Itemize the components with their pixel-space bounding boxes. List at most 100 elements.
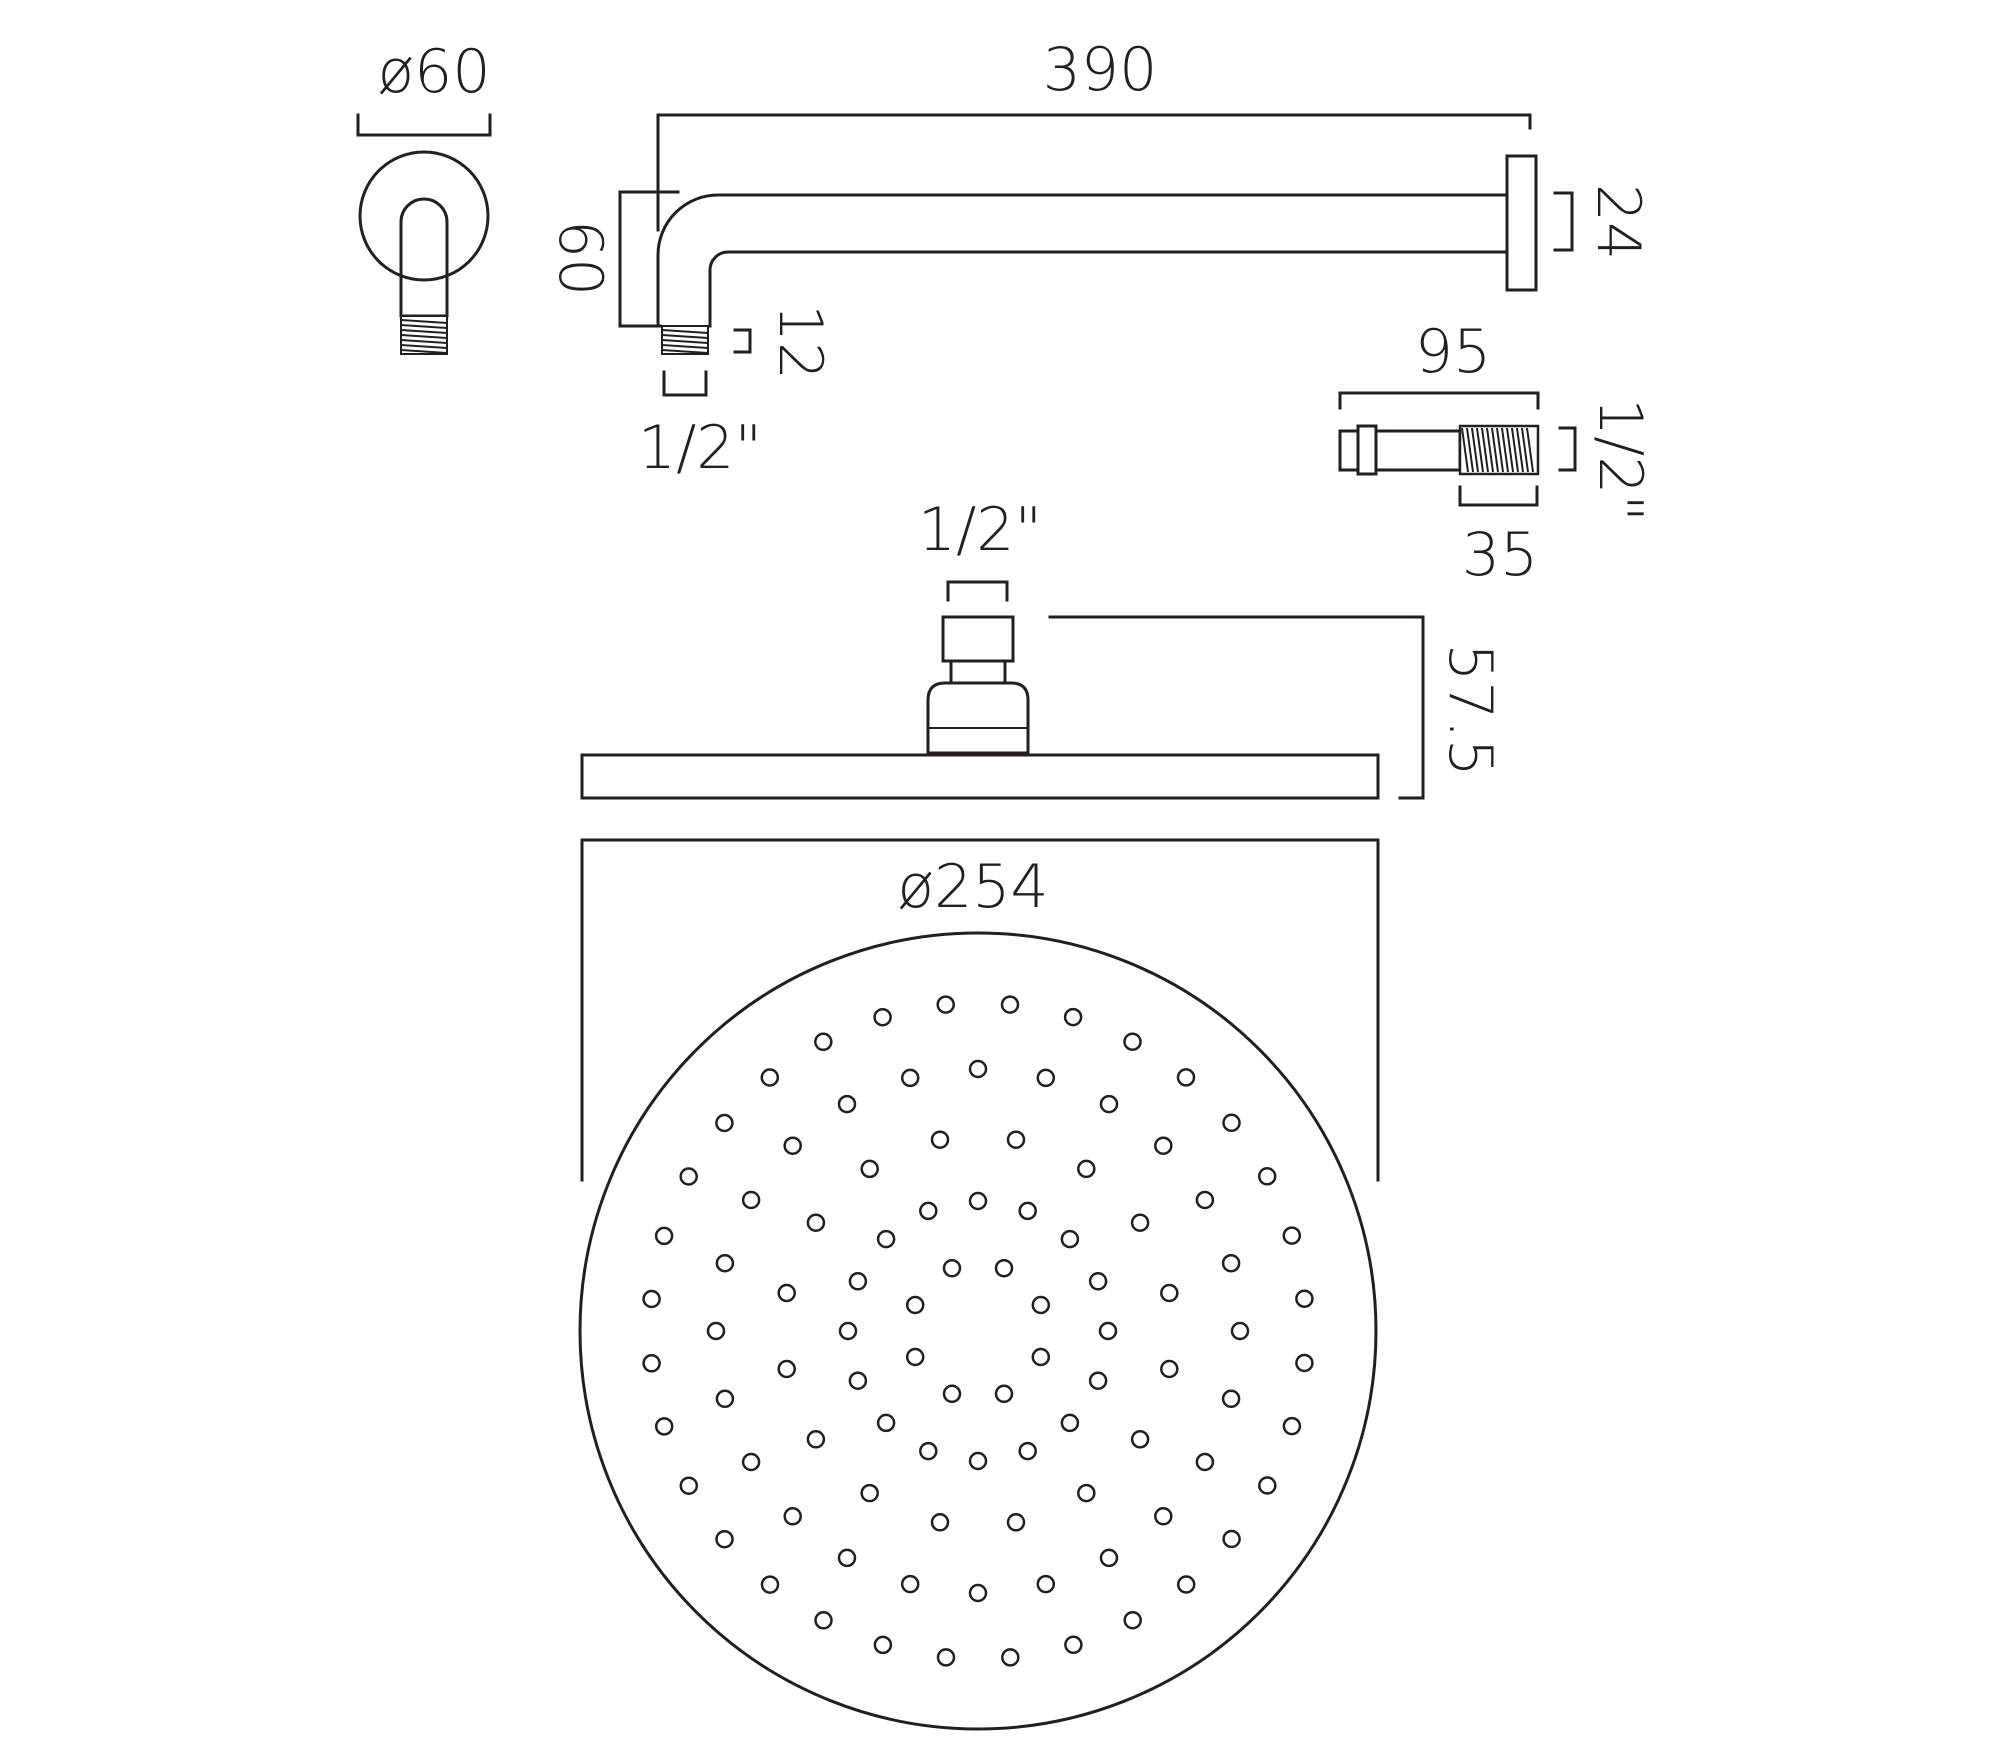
thread-line — [661, 339, 709, 344]
nozzle-hole — [1258, 1476, 1277, 1495]
nozzle-hole — [777, 1283, 796, 1303]
nozzle-hole — [936, 995, 955, 1014]
shower-arm-side-view: 390 60 12 1/2" 24 — [545, 35, 1653, 483]
thread-line — [1501, 427, 1509, 473]
nozzle-hole — [905, 1347, 925, 1367]
thread-line — [1516, 427, 1524, 473]
nozzle-hole — [919, 1441, 938, 1461]
head-inlet-size-label: 1/2" — [918, 495, 1042, 565]
thread-line — [1511, 427, 1519, 473]
nozzle-pattern — [642, 995, 1314, 1667]
nozzle-hole — [848, 1272, 868, 1291]
arm-thread-length-label: 12 — [765, 304, 835, 380]
nozzle-hole — [814, 1032, 833, 1052]
nozzle-hole — [873, 1007, 892, 1027]
thread-line — [400, 344, 448, 349]
nozzle-hole — [715, 1113, 734, 1133]
thread-line — [1521, 427, 1529, 473]
thread-line — [1491, 427, 1499, 473]
nozzle-hole — [1176, 1575, 1196, 1594]
shower-head-face-outline — [578, 931, 1378, 1731]
nozzle-hole — [679, 1476, 699, 1495]
nozzle-hole — [1018, 1201, 1037, 1221]
shower-head-face-view — [578, 931, 1378, 1731]
nozzle-hole — [1063, 1007, 1083, 1027]
thread-line — [1526, 427, 1534, 473]
thread-line — [661, 344, 709, 349]
thread-line — [661, 329, 709, 334]
nozzle-hole — [837, 1548, 857, 1568]
nozzle-hole — [760, 1575, 780, 1594]
nozzle-hole — [741, 1452, 761, 1472]
nozzle-hole — [876, 1229, 896, 1249]
nozzle-hole — [860, 1483, 879, 1503]
nipple-length-label: 95 — [1415, 317, 1491, 387]
nipple-thread-size-label: 1/2" — [1585, 398, 1655, 522]
nozzle-hole — [642, 1354, 661, 1373]
nozzle-hole — [1282, 1416, 1302, 1436]
nozzle-hole — [837, 1094, 857, 1114]
nozzle-hole — [1257, 1167, 1277, 1186]
thread-line — [1496, 427, 1504, 473]
nozzle-hole — [942, 1258, 962, 1278]
nozzle-hole — [1195, 1190, 1215, 1210]
nozzle-hole — [1176, 1068, 1196, 1087]
nozzle-hole — [777, 1359, 796, 1379]
nozzle-hole — [838, 1321, 858, 1341]
nozzle-hole — [706, 1321, 726, 1341]
nozzle-hole — [1154, 1507, 1173, 1526]
nozzle-hole — [873, 1635, 893, 1655]
nozzle-hole — [1001, 1648, 1020, 1667]
nozzle-hole — [1077, 1159, 1096, 1179]
head-height-label: 57.5 — [1435, 643, 1505, 777]
shower-head-side-view: 1/2" 57.5 ø254 — [580, 495, 1505, 1182]
nozzle-hole — [1295, 1289, 1314, 1308]
nozzle-hole — [1064, 1635, 1083, 1655]
nozzle-hole — [1077, 1483, 1096, 1503]
nozzle-hole — [1195, 1452, 1215, 1472]
nozzle-hole — [654, 1226, 674, 1246]
nozzle-hole — [936, 1648, 956, 1667]
nozzle-hole — [814, 1611, 833, 1630]
nozzle-hole — [715, 1529, 734, 1549]
nozzle-hole — [642, 1289, 661, 1309]
nozzle-hole — [783, 1507, 802, 1526]
nozzle-hole — [1123, 1032, 1142, 1051]
nozzle-hole — [1160, 1283, 1179, 1303]
nozzle-hole — [1222, 1529, 1241, 1549]
arm-length-label: 390 — [1043, 35, 1158, 105]
nozzle-hole — [900, 1574, 920, 1594]
nozzle-hole — [942, 1384, 962, 1404]
thread-line — [1486, 427, 1494, 473]
nozzle-hole — [1006, 1130, 1026, 1149]
nozzle-hole — [968, 1451, 988, 1471]
thread-line — [1476, 427, 1484, 473]
nozzle-hole — [1282, 1226, 1302, 1245]
nozzle-hole — [919, 1201, 938, 1221]
thread-line — [1481, 427, 1489, 473]
nozzle-hole — [994, 1384, 1014, 1404]
nozzle-hole — [741, 1190, 761, 1210]
thread-line — [1461, 427, 1469, 473]
nipple-connector: 95 1/2" 35 — [1338, 317, 1655, 590]
nozzle-hole — [1098, 1321, 1118, 1341]
nozzle-hole — [968, 1191, 988, 1211]
nozzle-hole — [1060, 1413, 1080, 1433]
nozzle-hole — [760, 1068, 780, 1087]
thread-line — [1471, 427, 1479, 473]
nozzle-hole — [1160, 1359, 1179, 1379]
nozzle-hole — [1006, 1513, 1026, 1532]
nozzle-hole — [900, 1068, 920, 1088]
nozzle-hole — [1230, 1321, 1250, 1341]
nozzle-hole — [930, 1513, 950, 1532]
nozzle-hole — [806, 1213, 826, 1232]
thread-line — [400, 324, 448, 329]
nozzle-hole — [1036, 1574, 1056, 1594]
nozzle-hole — [1018, 1441, 1037, 1461]
arm-thread-size-label: 1/2" — [638, 413, 762, 483]
nozzle-hole — [1123, 1610, 1142, 1630]
nozzle-hole — [1221, 1389, 1241, 1409]
thread-line — [400, 339, 448, 344]
arm-drop-label: 60 — [545, 220, 615, 296]
nipple-thread-length-label: 35 — [1462, 520, 1538, 590]
